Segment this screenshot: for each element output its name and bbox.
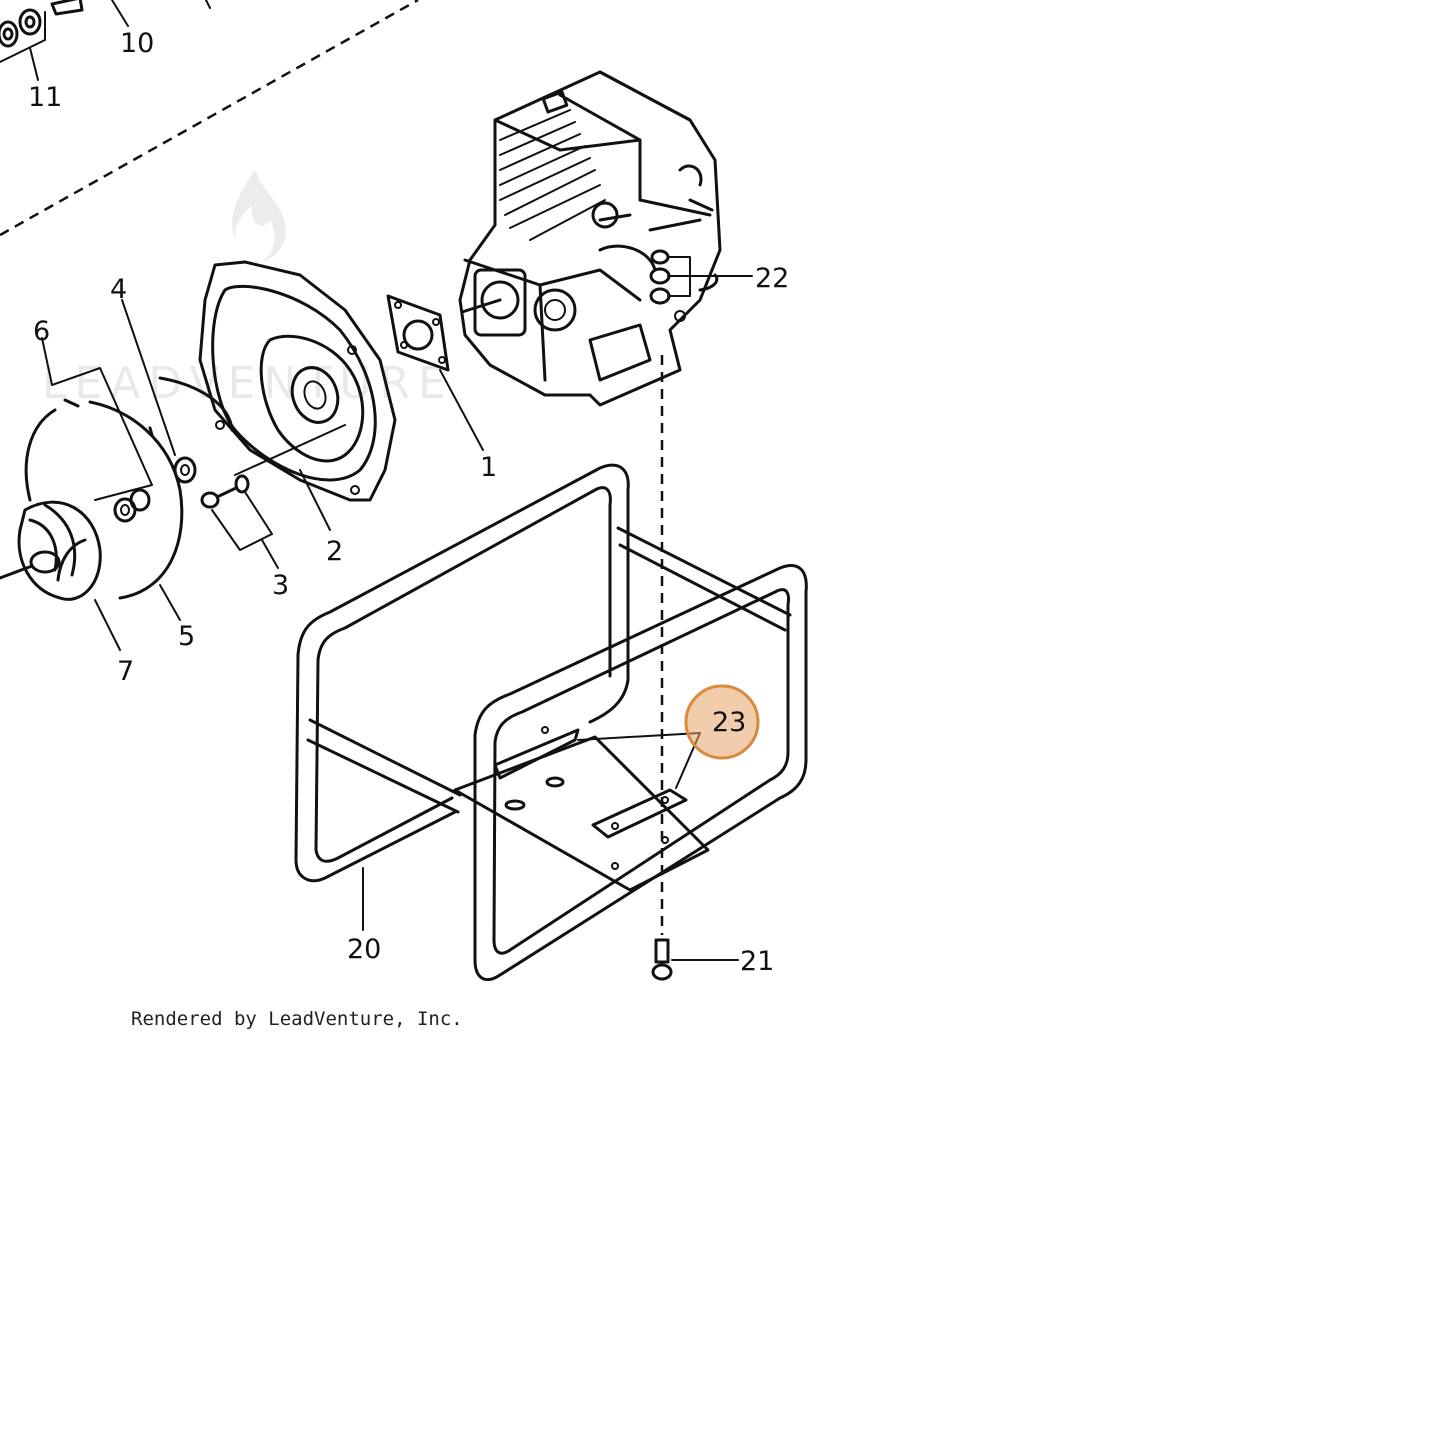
callout-2[interactable]: 2 (326, 536, 343, 567)
watermark: LEADVENTURE (42, 170, 454, 409)
callout-20[interactable]: 20 (347, 934, 381, 965)
callout-11[interactable]: 11 (28, 82, 62, 113)
engine (458, 70, 722, 407)
highlighted-callout-ring[interactable] (684, 684, 760, 760)
part-3-bolt (200, 474, 279, 569)
callout-5[interactable]: 5 (178, 621, 195, 652)
part-5-seal-ring (24, 398, 184, 621)
callout-23[interactable]: 23 (712, 707, 746, 738)
part-22-nuts (649, 249, 753, 305)
part-6-nuts (41, 337, 153, 523)
callout-6[interactable]: 6 (33, 316, 50, 347)
part-washers-10-11 (0, 0, 211, 81)
part-20-frame (294, 463, 808, 981)
callout-4[interactable]: 4 (110, 274, 127, 305)
callout-3[interactable]: 3 (272, 570, 289, 601)
part-7-impeller (0, 500, 121, 651)
callout-labels: 10 11 22 4 6 1 2 3 5 7 20 21 23 (28, 28, 789, 977)
base-plate (453, 726, 710, 892)
callout-22[interactable]: 22 (755, 263, 789, 294)
callout-1[interactable]: 1 (480, 452, 497, 483)
callout-7[interactable]: 7 (117, 656, 134, 687)
assembly-axis-line (0, 0, 419, 237)
part-21-bolt (651, 938, 739, 981)
part-1-gasket (386, 294, 484, 451)
callout-21[interactable]: 21 (740, 946, 774, 977)
render-credit: Rendered by LeadVenture, Inc. (131, 1008, 463, 1030)
callout-10[interactable]: 10 (120, 28, 154, 59)
part-2-pump-housing (198, 260, 397, 531)
watermark-text: LEADVENTURE (42, 358, 454, 409)
